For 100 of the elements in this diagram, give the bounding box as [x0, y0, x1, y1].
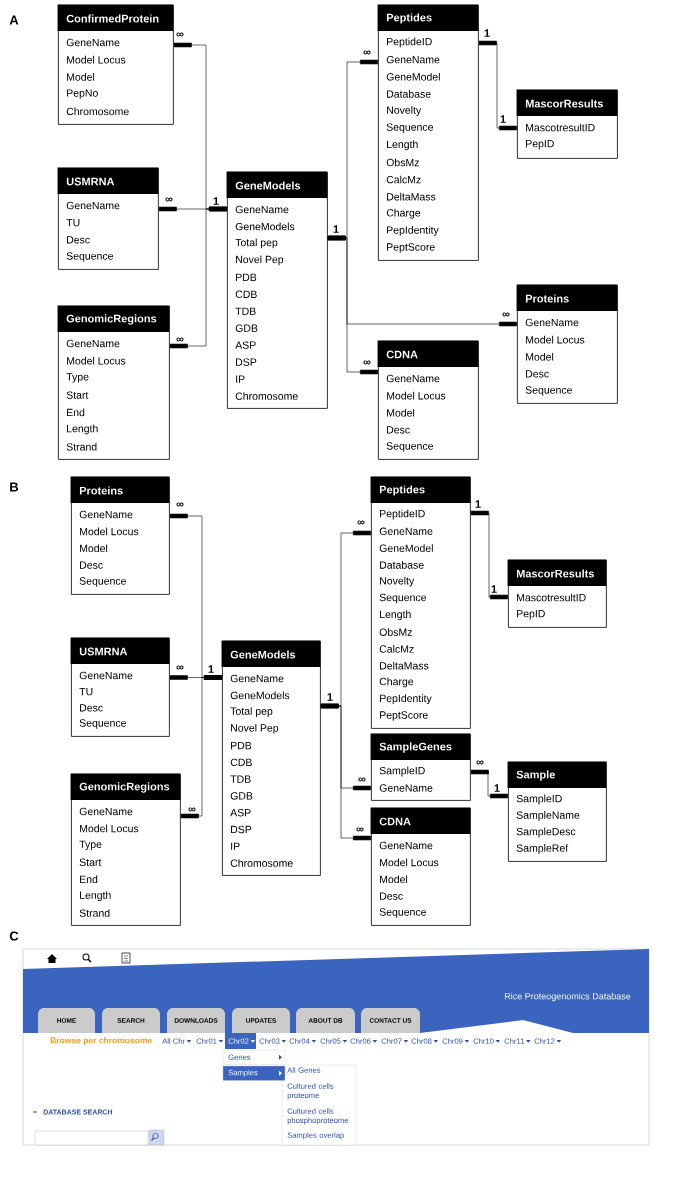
field-name: GeneName: [79, 671, 133, 680]
field-name: GeneName: [79, 807, 133, 816]
field-name: Model Locus: [380, 858, 439, 867]
cardinality-label: ∞: [358, 777, 366, 782]
field-name: GeneModels: [235, 222, 295, 231]
table-title: CDNA: [379, 817, 411, 826]
table-box: [516, 89, 618, 159]
relationship-line: [180, 675, 222, 819]
table-title: Sample: [516, 770, 555, 781]
table-title: CDNA: [386, 350, 418, 359]
relationship-line: [169, 206, 227, 349]
table-box: [516, 284, 618, 404]
field-name: Sequence: [379, 593, 426, 604]
field-name: Strand: [79, 909, 110, 917]
field-name: DSP: [231, 825, 252, 834]
table-title: Peptides: [379, 485, 425, 496]
table-box: [507, 559, 607, 628]
field-name: Desc: [387, 426, 410, 434]
field-name: Sequence: [79, 719, 126, 729]
field-name: GeneName: [66, 201, 120, 210]
field-name: GeneName: [230, 674, 284, 683]
table-box: [370, 476, 471, 729]
cardinality-label: ∞: [476, 760, 484, 765]
field-name: Type: [66, 373, 89, 383]
field-name: Total pep: [235, 238, 278, 249]
field-name: ObsMz: [379, 628, 412, 636]
field-name: Novel Pep: [231, 723, 279, 734]
table-box: [507, 761, 607, 862]
field-name: Length: [387, 140, 418, 151]
field-name: PeptideID: [387, 37, 432, 48]
field-name: Sequence: [79, 577, 126, 587]
table-title: GenomicRegions: [79, 782, 170, 793]
field-name: GDB: [230, 792, 253, 800]
cardinality-label: ∞: [188, 807, 196, 812]
field-name: Start: [79, 858, 102, 866]
site-subtitle: Rice Proteogenomics Database: [505, 992, 631, 1002]
field-name: Length: [380, 610, 411, 621]
field-name: PepID: [526, 140, 554, 150]
table-box: [70, 476, 170, 595]
field-name: SampleID: [516, 794, 562, 805]
field-name: Chromosome: [66, 107, 129, 116]
field-name: Chromosome: [230, 859, 293, 867]
field-name: Sequence: [386, 123, 433, 133]
cardinality-label: ∞: [357, 520, 365, 525]
field-name: Model Locus: [80, 527, 139, 536]
table-title: Proteins: [79, 486, 123, 495]
field-name: Database: [387, 90, 431, 98]
panel-letter: C: [9, 931, 19, 941]
field-name: Model: [380, 875, 408, 884]
field-name: Charge: [386, 208, 421, 219]
cardinality-label: 1: [484, 29, 490, 37]
field-name: PeptScore: [387, 243, 435, 253]
table-box: [57, 167, 159, 270]
table-title: Proteins: [525, 294, 569, 303]
field-name: PepIdentity: [387, 226, 439, 236]
field-name: Sequence: [386, 442, 433, 452]
field-name: SampleRef: [516, 844, 569, 854]
field-name: MascotresultID: [526, 123, 595, 132]
field-name: GeneName: [386, 55, 440, 64]
field-name: GeneName: [379, 784, 433, 792]
cardinality-label: ∞: [176, 32, 184, 37]
field-name: End: [80, 875, 98, 884]
field-name: End: [67, 408, 85, 417]
field-name: DeltaMass: [380, 661, 429, 670]
field-name: Desc: [67, 236, 90, 244]
field-name: PepID: [517, 610, 545, 620]
field-name: Desc: [380, 892, 403, 900]
field-name: GeneModel: [379, 544, 433, 552]
field-name: Model: [67, 73, 95, 81]
cardinality-label: 1: [208, 665, 214, 673]
field-name: Sequence: [66, 252, 113, 262]
table-box: [370, 807, 471, 926]
field-name: Charge: [379, 677, 414, 688]
field-name: GeneName: [235, 205, 289, 214]
table-title: GeneModels: [235, 181, 301, 190]
cardinality-label: ∞: [176, 337, 184, 342]
field-name: Novelty: [387, 106, 422, 116]
field-name: Desc: [80, 561, 103, 569]
field-name: GeneName: [386, 374, 440, 383]
field-name: GeneModels: [230, 691, 290, 700]
table-box: [70, 637, 170, 737]
field-name: Database: [380, 561, 424, 569]
table-title: GeneModels: [230, 650, 296, 659]
field-name: Start: [66, 391, 89, 399]
cardinality-label: ∞: [363, 50, 371, 55]
field-name: TDB: [230, 775, 251, 783]
field-name: SampleDesc: [516, 827, 576, 838]
field-name: Model Locus: [67, 356, 126, 365]
panel-letter: A: [9, 15, 19, 25]
field-name: PeptScore: [380, 711, 428, 721]
field-name: Model: [526, 352, 554, 361]
table-title: Peptides: [386, 13, 432, 24]
table-box: [226, 171, 328, 409]
field-name: Model Locus: [80, 824, 139, 833]
table-title: USMRNA: [79, 647, 128, 656]
field-name: SampleName: [516, 811, 580, 821]
field-name: DSP: [236, 358, 257, 366]
cardinality-label: ∞: [363, 360, 371, 365]
field-name: GeneName: [66, 38, 120, 47]
table-title: GenomicRegions: [66, 314, 157, 325]
